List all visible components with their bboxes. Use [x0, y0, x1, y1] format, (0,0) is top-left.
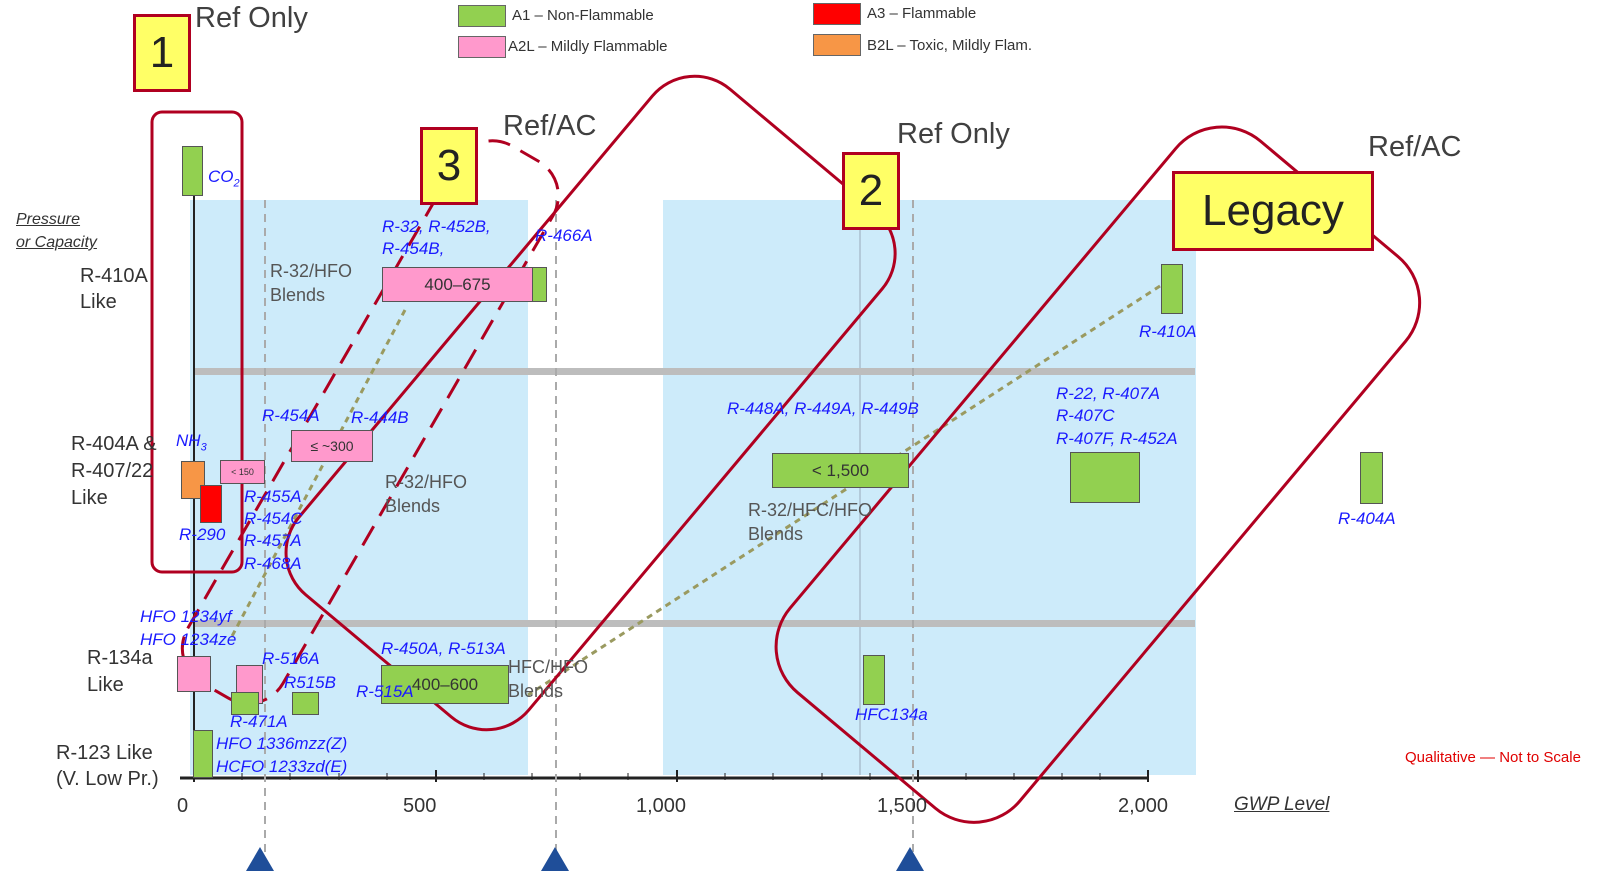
x-tick-label-1500: 1,500 — [877, 795, 928, 817]
marker-triangle-3 — [896, 847, 924, 871]
callout-legacy: Legacy — [1172, 171, 1374, 251]
x-tick-label-2000: 2,000 — [1118, 795, 1169, 817]
y-axis-label-line1: Pressure — [16, 211, 81, 228]
category-123-line1: R-123 Like — [56, 742, 153, 764]
row-separator-2 — [195, 620, 1195, 627]
outline-box-1 — [150, 110, 244, 574]
category-123-line2: (V. Low Pr.) — [56, 768, 159, 790]
marker-r515b — [292, 692, 319, 715]
x-axis-label: GWP Level — [1234, 794, 1330, 815]
x-tick-label-1000: 1,000 — [636, 795, 687, 817]
ref-label-hfc134a: HFC134a — [855, 705, 928, 724]
callout-1: 1 — [133, 14, 191, 92]
ref-label-r454a: R-454A — [262, 406, 320, 425]
blend-label-1-line2: Blends — [270, 285, 326, 305]
region-ref-only-2: Ref Only — [897, 118, 1010, 150]
outline-box-3 — [180, 139, 560, 705]
marker-r410a — [1161, 264, 1183, 314]
blend-label-4-line2: Blends — [508, 681, 564, 701]
category-134a-line1: R-134a — [87, 647, 153, 669]
ref-label-r404a: R-404A — [1338, 509, 1396, 528]
ref-label-hfo1234ze: HFO 1234ze — [140, 630, 237, 649]
legend-label-b2l: B2L – Toxic, Mildly Flam. — [867, 37, 1033, 54]
ref-label-hcfo1233: HCFO 1233zd(E) — [216, 757, 348, 776]
ref-label-r22-line3: R-407F, R-452A — [1056, 429, 1178, 448]
legend-label-a1: A1 – Non-Flammable — [512, 7, 654, 24]
ref-label-r444b: R-444B — [351, 408, 409, 427]
ref-label-r515b: R515B — [284, 673, 336, 692]
blend-label-2-line1: R-32/HFO — [385, 472, 468, 492]
legend-label-a2l: A2L – Mildly Flammable — [508, 38, 668, 55]
marker-co2 — [182, 146, 203, 196]
marker-triangle-2 — [541, 847, 569, 871]
ref-label-hfo1336: HFO 1336mzz(Z) — [216, 734, 348, 753]
ref-label-r448a: R-448A, R-449A, R-449B — [727, 399, 919, 418]
category-410a-line1: R-410A — [80, 265, 148, 287]
ref-label-r457a: R-457A — [244, 531, 302, 550]
category-404a-line2: R-407/22 — [71, 460, 154, 482]
marker-lt150-range: < 150 — [220, 460, 265, 484]
marker-r454a-range: ≤ ~300 — [291, 430, 373, 462]
blend-label-4-line1: HFC/HFO — [508, 657, 588, 677]
marker-r290 — [200, 485, 222, 523]
ref-label-r410a: R-410A — [1139, 322, 1197, 341]
row-separator-1 — [195, 368, 1195, 375]
trend-lines — [228, 284, 1161, 697]
category-404a-line3: Like — [71, 487, 108, 509]
blend-label-3-line1: R-32/HFC/HFO — [748, 500, 873, 520]
legend-swatch-b2l — [813, 34, 861, 56]
region-ref-ac-2: Ref/AC — [1368, 131, 1462, 163]
legend-swatch-a1 — [458, 5, 506, 27]
marker-r466a — [532, 267, 547, 302]
y-axis-label-line2: or Capacity — [16, 234, 97, 251]
legend-label-a3: A3 – Flammable — [867, 5, 977, 22]
category-404a-line1: R-404A & — [71, 433, 157, 455]
ref-label-r455a: R-455A — [244, 487, 302, 506]
marker-nh3 — [181, 461, 205, 499]
callout-3: 3 — [420, 127, 478, 205]
blend-label-3-line2: Blends — [748, 524, 804, 544]
category-410a-line2: Like — [80, 291, 117, 313]
category-134a-line2: Like — [87, 674, 124, 696]
legend-swatch-a2l — [458, 36, 506, 58]
ref-label-r471a: R-471A — [230, 712, 288, 731]
x-minor-ticks — [241, 773, 1101, 780]
marker-r22 — [1070, 452, 1140, 503]
marker-hfc134a — [863, 655, 885, 705]
marker-r32-range: 400–675 — [382, 267, 533, 302]
blend-label-1-line1: R-32/HFO — [270, 261, 353, 281]
ref-label-r450a: R-450A, R-513A — [381, 639, 506, 658]
marker-r450a-range: 400–600 — [381, 665, 509, 704]
marker-r404a — [1360, 452, 1383, 504]
ref-label-r466a: R-466A — [535, 226, 593, 245]
ref-label-r32-line1: R-32, R-452B, — [382, 217, 491, 236]
ref-label-r32-line2: R-454B, — [382, 239, 445, 258]
x-tick-label-500: 500 — [403, 795, 437, 817]
ref-label-co2: CO2 — [208, 167, 240, 190]
marker-r448a-range: < 1,500 — [772, 453, 909, 488]
marker-triangle-1 — [246, 847, 274, 871]
ref-label-hfo1234yf: HFO 1234yf — [140, 607, 232, 626]
outline-box-2 — [284, 74, 897, 732]
marker-r471a — [231, 692, 259, 715]
region-ref-only-1: Ref Only — [195, 2, 308, 34]
reference-lines — [264, 200, 914, 860]
x-tick-label-0: 0 — [177, 795, 189, 817]
marker-hfo1234 — [177, 656, 211, 692]
ref-label-r22-line1: R-22, R-407A — [1056, 384, 1160, 403]
ref-label-r468a: R-468A — [244, 554, 302, 573]
legend-swatch-a3 — [813, 3, 861, 25]
ref-label-r515a: R-515A — [356, 682, 414, 701]
blend-label-2-line2: Blends — [385, 496, 441, 516]
ref-label-r22-line2: R-407C — [1056, 406, 1115, 425]
ref-label-r290: R-290 — [179, 525, 226, 544]
ref-label-r454c: R-454C — [244, 509, 303, 528]
marker-hfo1336 — [193, 730, 213, 778]
ref-label-r516a: R-516A — [262, 649, 320, 668]
qualitative-note: Qualitative — Not to Scale — [1405, 749, 1581, 766]
callout-2: 2 — [842, 152, 900, 230]
ref-label-nh3: NH3 — [176, 431, 207, 454]
region-ref-ac-1: Ref/AC — [503, 110, 597, 142]
